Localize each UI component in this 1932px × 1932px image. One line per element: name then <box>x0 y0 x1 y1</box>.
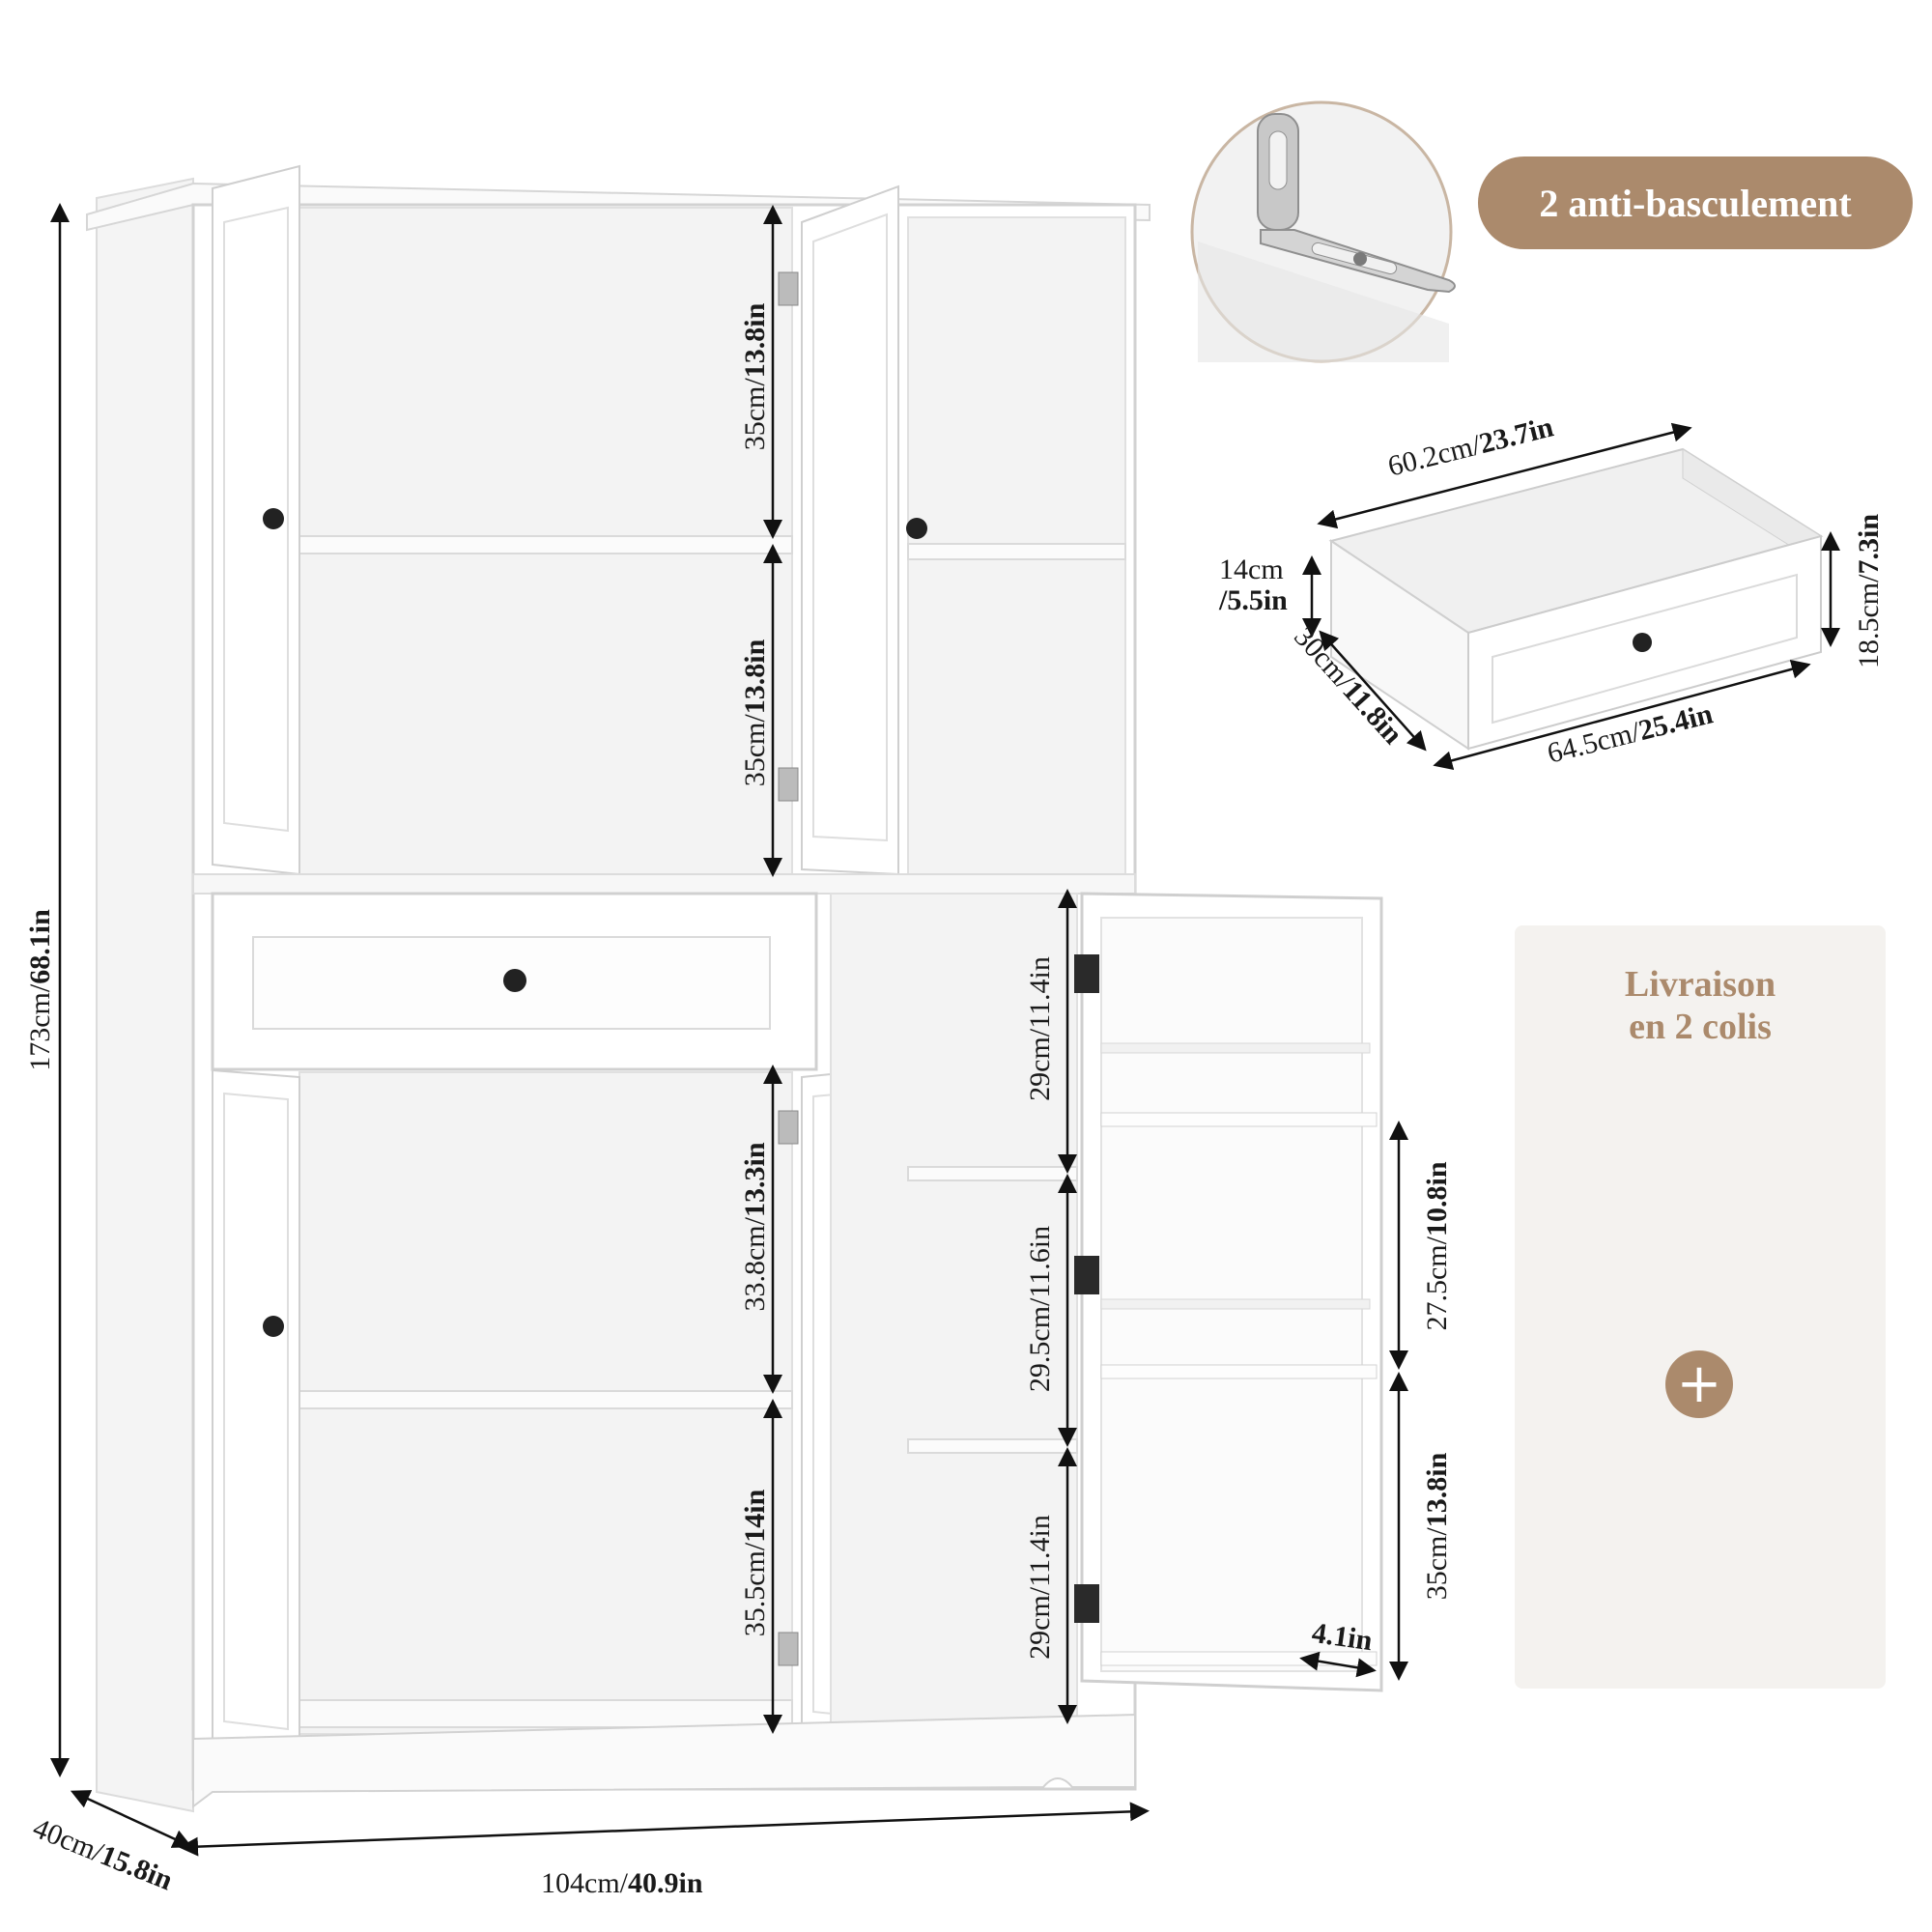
cabinet-height-label: 173cm/68.1in <box>24 909 56 1071</box>
drawer-inner-height-label: 14cm/5.5in <box>1219 554 1288 616</box>
upper-left-door <box>212 164 300 876</box>
anti-tip-badge: 2 anti-basculement <box>1478 156 1913 249</box>
plus-glyph: + <box>1676 1352 1722 1415</box>
door-knob <box>263 1316 284 1337</box>
hinge <box>1074 1584 1099 1623</box>
hinge <box>778 767 799 802</box>
anti-tip-text: 2 anti-basculement <box>1539 181 1852 225</box>
lower-bottom-shelf-label: 35.5cm/14in <box>739 1489 771 1637</box>
door-shelf <box>1100 1298 1371 1310</box>
cabinet-width-label: 104cm/40.9in <box>541 1867 703 1899</box>
door-shelf-bottom-label: 35cm/13.8in <box>1421 1452 1453 1601</box>
hinge <box>778 1632 799 1666</box>
door-knob <box>263 508 284 529</box>
lower-left-door <box>212 1068 300 1768</box>
delivery-panel: Livraison en 2 colis + <box>1515 925 1886 1689</box>
door-shelf <box>1100 1364 1378 1379</box>
anti-tip-bracket-illustration <box>1190 100 1456 363</box>
hinge <box>1074 954 1099 993</box>
hinge <box>778 1110 799 1145</box>
upper-top-shelf-label: 35cm/13.8in <box>739 302 771 451</box>
door-shelf <box>1100 1112 1378 1127</box>
drawer-knob <box>1633 633 1652 652</box>
right-middle-shelf-label: 29.5cm/11.6in <box>1024 1225 1056 1393</box>
lower-right-compartment <box>830 893 1078 1735</box>
door-knob <box>906 518 927 539</box>
depth-arrow <box>70 1790 193 1848</box>
drawer-outer-height-label: 18.5cm/7.3in <box>1853 513 1885 669</box>
upper-bottom-shelf-label: 35cm/13.8in <box>739 639 771 787</box>
width-arrow <box>179 1802 1150 1857</box>
hinge <box>1074 1256 1099 1294</box>
upper-center-door <box>801 185 899 876</box>
delivery-line2: en 2 colis <box>1629 1006 1772 1047</box>
door-shelf <box>1100 1042 1371 1054</box>
delivery-line1: Livraison <box>1624 964 1776 1005</box>
cabinet-side <box>96 177 194 1813</box>
delivery-title: Livraison en 2 colis <box>1515 964 1886 1048</box>
cabinet-plinth <box>192 1713 1136 1808</box>
lower-top-shelf-label: 33.8cm/13.3in <box>739 1142 771 1312</box>
hinge <box>778 271 799 306</box>
drawer-illustration <box>1328 447 1824 751</box>
plus-icon: + <box>1665 1350 1733 1418</box>
drawer-knob <box>503 969 526 992</box>
right-top-shelf-label: 29cm/11.4in <box>1024 956 1056 1101</box>
right-bottom-shelf-label: 29cm/11.4in <box>1024 1515 1056 1660</box>
door-shelf-top-label: 27.5cm/10.8in <box>1421 1161 1453 1331</box>
